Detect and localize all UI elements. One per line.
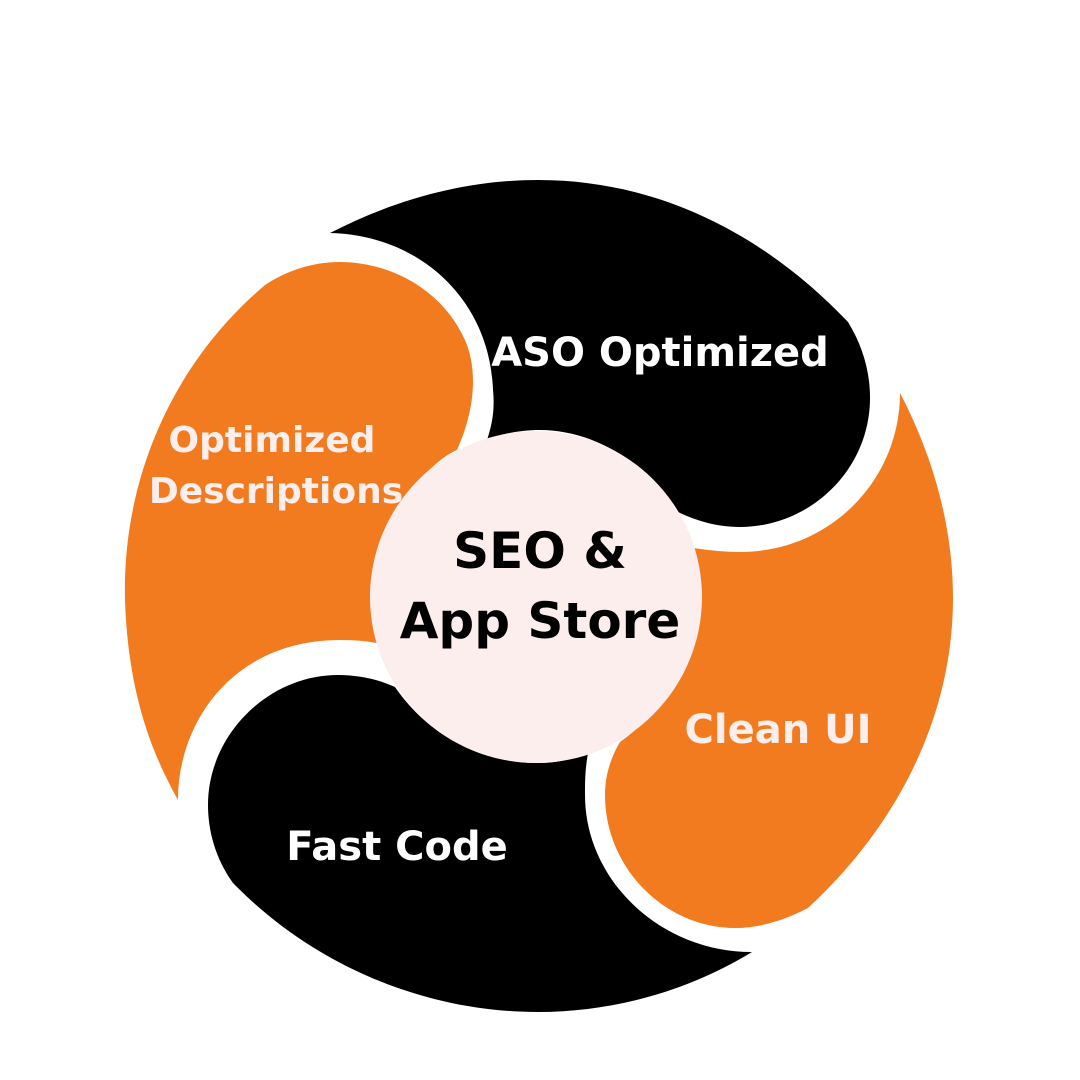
center-label-line1: SEO & [453, 522, 627, 580]
segment-clean-ui [605, 393, 953, 928]
center-label-line2: App Store [400, 592, 681, 650]
segment-aso [330, 180, 870, 527]
segment-clean-ui-label: Clean UI [685, 707, 872, 753]
center-circle [370, 431, 702, 763]
segment-fast-code [208, 675, 752, 1012]
segment-descriptions [124, 262, 473, 800]
segment-descriptions-label-line1: Optimized [169, 420, 376, 461]
segment-descriptions-label-line2: Descriptions [149, 471, 403, 512]
segment-fast-code-label: Fast Code [286, 824, 507, 870]
segment-aso-label: ASO Optimized [491, 330, 829, 376]
